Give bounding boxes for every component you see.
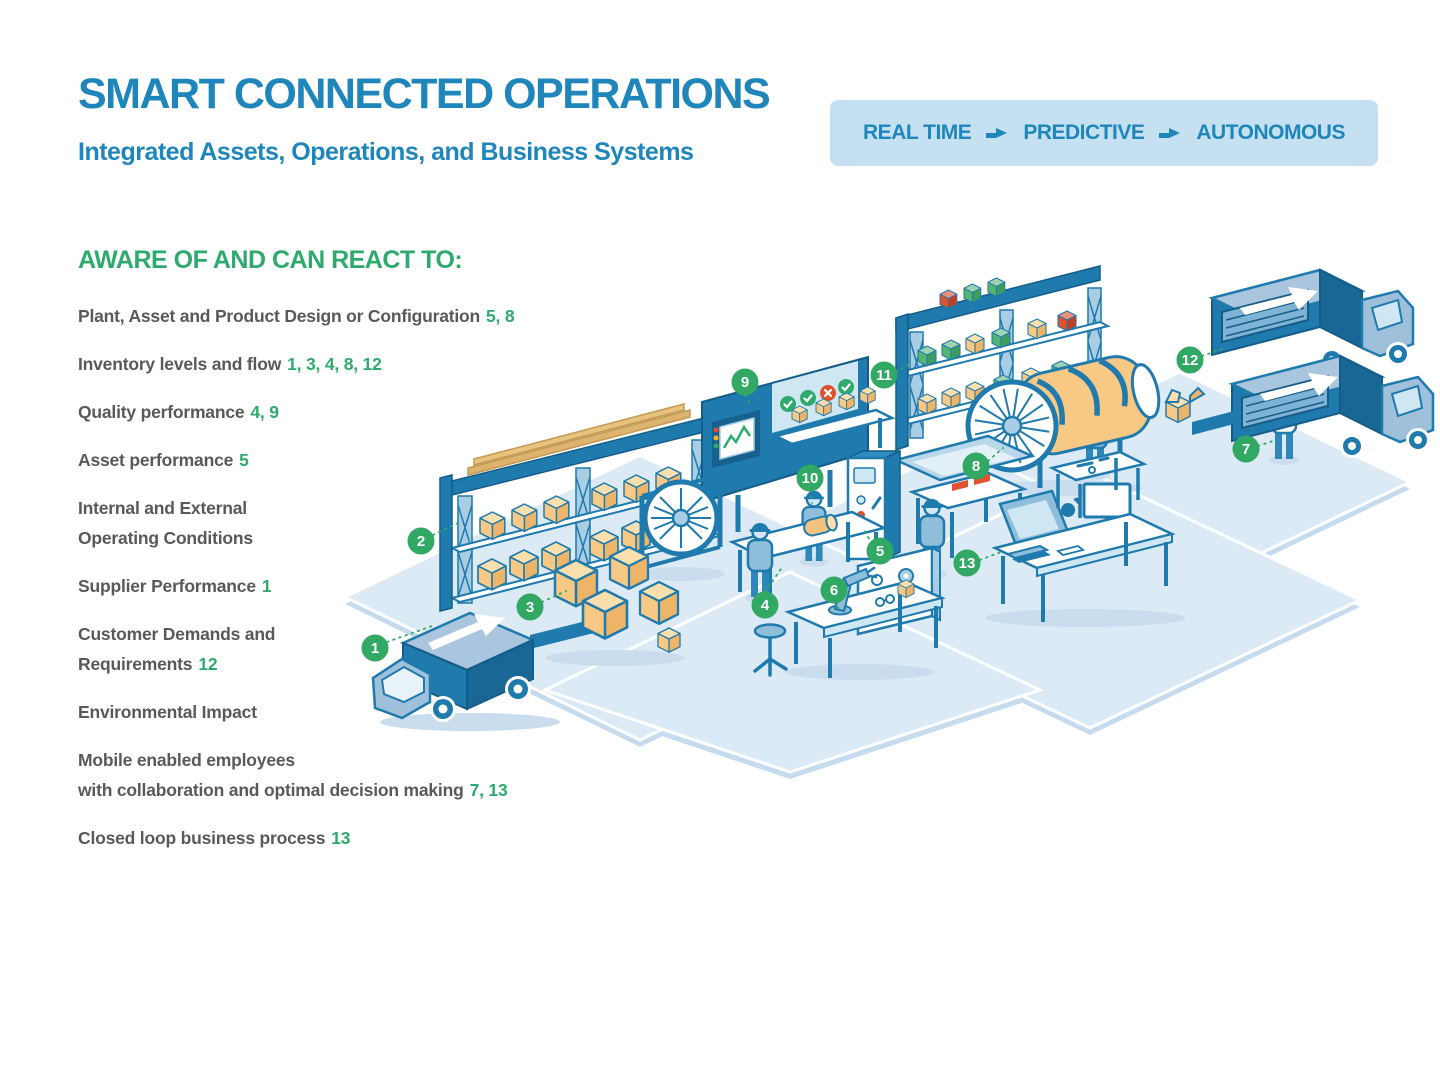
aware-list: Plant, Asset and Product Design or Confi…	[78, 301, 618, 853]
marker-11: 11	[870, 361, 898, 389]
design-desk	[985, 482, 1185, 627]
aware-item-text: Quality performance	[78, 402, 245, 422]
svg-text:3: 3	[526, 599, 534, 616]
svg-text:6: 6	[830, 582, 838, 599]
box-stack	[545, 545, 685, 666]
aware-item-text: Plant, Asset and Product Design or Confi…	[78, 306, 481, 326]
aware-heading: AWARE OF AND CAN REACT TO:	[78, 246, 463, 274]
trucks-outbound	[1164, 268, 1435, 458]
page-title: SMART CONNECTED OPERATIONS	[78, 70, 771, 118]
aware-item-refs: 1	[261, 576, 272, 596]
truck-inbound	[371, 611, 602, 731]
aware-item-text: Asset performance	[78, 450, 234, 470]
marker-13: 13	[953, 549, 981, 577]
maturity-banner: REAL TIME PREDICTIVE AUTONOMOUS	[830, 100, 1378, 166]
aware-item-text: Environmental Impact	[78, 702, 257, 722]
markers: 1 2 3 4 5 6 7 8 9 10 11 12 13	[361, 346, 1260, 662]
marker-12: 12	[1176, 346, 1204, 374]
arrow-right-icon	[1159, 128, 1181, 138]
fan-wheel	[637, 473, 725, 581]
aware-item-refs: 4, 9	[250, 402, 279, 422]
marker-8: 8	[962, 452, 990, 480]
marker-3: 3	[516, 593, 544, 621]
aware-item-refs: 7, 13	[469, 780, 508, 800]
marker-7: 7	[1232, 435, 1260, 463]
inspection-table	[1048, 450, 1148, 518]
aware-list-item: Mobile enabled employees with collaborat…	[78, 745, 618, 805]
svg-text:2: 2	[417, 533, 425, 550]
aware-item-text: Supplier Performance	[78, 576, 256, 596]
stage-predictive: PREDICTIVE	[1023, 121, 1145, 144]
svg-text:13: 13	[959, 555, 976, 572]
aware-list-item: Internal and External Operating Conditio…	[78, 493, 618, 553]
open-box	[1164, 386, 1206, 424]
aware-item-refs: 1, 3, 4, 8, 12	[287, 354, 382, 374]
aware-list-item: Environmental Impact	[78, 697, 618, 727]
svg-text:7: 7	[1242, 441, 1250, 458]
aware-list-item: Plant, Asset and Product Design or Confi…	[78, 301, 618, 331]
stage-autonomous: AUTONOMOUS	[1196, 121, 1345, 144]
svg-text:10: 10	[802, 470, 819, 487]
svg-text:8: 8	[972, 458, 980, 475]
aware-item-refs: 5, 8	[486, 306, 515, 326]
svg-text:9: 9	[741, 374, 749, 391]
svg-text:4: 4	[761, 597, 770, 614]
arrow-right-icon	[986, 128, 1008, 138]
marker-9: 9	[731, 368, 759, 396]
svg-text:12: 12	[1182, 352, 1199, 369]
aware-item-text: Closed loop business process	[78, 828, 326, 848]
aware-item-refs: 12	[198, 654, 218, 674]
marker-1: 1	[361, 634, 389, 662]
page-subtitle: Integrated Assets, Operations, and Busin…	[78, 138, 694, 166]
marker-10: 10	[796, 464, 824, 492]
factory-illustration: 1 2 3 4 5 6 7 8 9 10 11 12 13	[341, 265, 1435, 779]
svg-text:11: 11	[876, 367, 892, 384]
workbench	[753, 546, 946, 680]
aware-item-refs: 13	[331, 828, 351, 848]
marker-5: 5	[866, 537, 894, 565]
aware-item-refs: 5	[239, 450, 249, 470]
assembly-table	[728, 489, 888, 605]
status-check-icons	[780, 379, 854, 412]
aware-item-text: Mobile enabled employees with collaborat…	[78, 750, 464, 800]
marker-6: 6	[820, 576, 848, 604]
aware-section: AWARE OF AND CAN REACT TO: Plant, Asset …	[78, 246, 618, 871]
svg-text:1: 1	[371, 640, 379, 657]
stage-real-time: REAL TIME	[863, 121, 972, 144]
stool	[753, 623, 788, 677]
marker-2: 2	[407, 527, 435, 555]
marker-4: 4	[751, 591, 779, 619]
aware-item-text: Inventory levels and flow	[78, 354, 282, 374]
status-display	[701, 355, 896, 532]
aware-item-text: Customer Demands and Requirements	[78, 624, 276, 674]
aware-item-text: Internal and External Operating Conditio…	[78, 498, 253, 548]
marker-leader-lines	[386, 348, 1277, 643]
svg-text:5: 5	[876, 543, 884, 560]
